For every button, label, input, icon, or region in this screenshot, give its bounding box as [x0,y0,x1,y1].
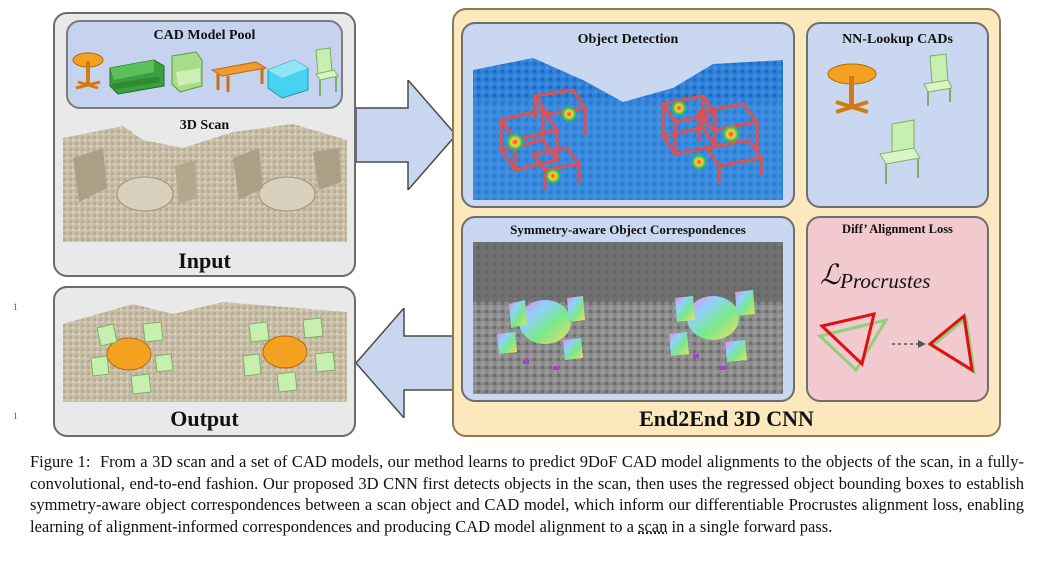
triangle-alignment-illustration [816,311,976,375]
scan-title: 3D Scan [179,118,230,133]
input-scan-image [63,124,347,242]
figure-caption: Figure 1: From a 3D scan and a set of CA… [30,451,1024,537]
symmetry-correspondences-box: Symmetry-aware Object Correspondences [461,216,795,402]
loss-symbol: ℒ [820,260,841,291]
cnn-panel: Object Detection [452,8,1001,437]
alignment-loss-box: Diff’ Alignment Loss ℒProcrustes [806,216,989,402]
object-detection-box: Object Detection [461,22,795,208]
cad-model-pool-box: CAD Model Pool [66,20,343,109]
alignment-loss-title: Diff’ Alignment Loss [842,222,953,236]
loss-subscript: Procrustes [840,269,931,293]
caption-text: From a 3D scan and a set of CAD models, … [30,452,1024,536]
output-panel: Output [53,286,356,437]
arrow-cnn-to-output [356,308,456,418]
cnn-label: End2End 3D CNN [639,406,814,431]
margin-mark-top: 1 [13,302,18,312]
input-panel: CAD Model Pool [53,12,356,277]
caption-label: Figure 1: [30,452,91,471]
output-label: Output [170,406,239,431]
margin-mark-bottom: 1 [13,411,18,421]
output-scan-image [63,302,347,402]
nn-lookup-box: NN-Lookup CADs [806,22,989,208]
symmetry-correspondences-image [473,242,783,394]
cad-model-pool-title: CAD Model Pool [153,28,256,43]
symmetry-correspondences-title: Symmetry-aware Object Correspondences [510,222,746,237]
input-label: Input [178,248,231,273]
procrustes-loss-formula: ℒProcrustes [820,258,931,293]
caption-scan-word: scan [638,516,668,536]
nn-lookup-image [827,53,953,184]
object-detection-image [473,58,783,200]
caption-text-end: in a single forward pass. [667,516,833,536]
arrow-input-to-cnn [356,80,456,190]
nn-lookup-title: NN-Lookup CADs [842,32,953,47]
object-detection-title: Object Detection [577,32,679,47]
cad-models-illustration [72,47,339,99]
